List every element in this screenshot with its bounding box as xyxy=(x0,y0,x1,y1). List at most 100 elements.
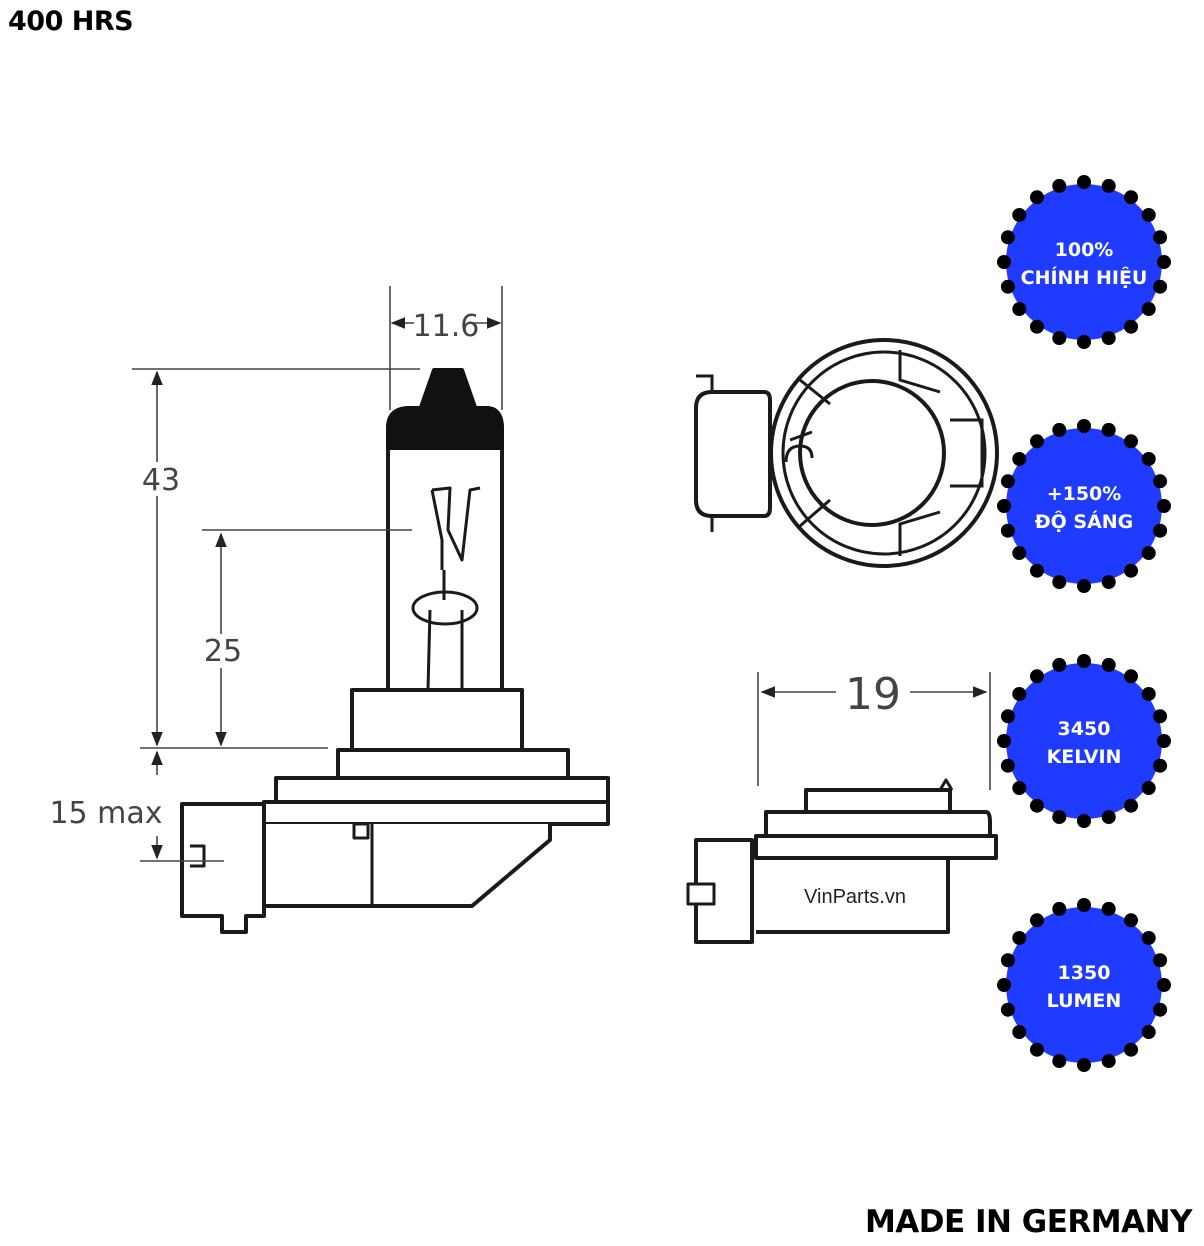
socket-width-dimension xyxy=(757,672,991,790)
badge-dot xyxy=(1052,901,1067,916)
badge-dot xyxy=(1052,331,1067,346)
badge-dot xyxy=(1077,579,1091,593)
badge-dot xyxy=(1000,279,1015,294)
badge-dot xyxy=(1124,798,1139,813)
badge: 100% CHÍNH HIỆU xyxy=(997,175,1171,349)
badge: +150% ĐỘ SÁNG xyxy=(997,419,1171,593)
badge-dot xyxy=(1029,319,1044,334)
badge-dot xyxy=(1157,255,1171,269)
badge-dot xyxy=(1052,810,1067,825)
badge-dot xyxy=(1000,1002,1015,1017)
badge-dot xyxy=(1157,499,1171,513)
badge-dot xyxy=(1141,686,1156,701)
badge-dot xyxy=(1101,657,1116,672)
country-of-origin-label: MADE IN GERMANY xyxy=(864,1204,1193,1240)
badge-circle xyxy=(1006,428,1162,584)
badge-circle xyxy=(1006,184,1162,340)
badge-dot xyxy=(1029,190,1044,205)
label-backdrop xyxy=(414,308,474,338)
dimension-connector: 15 max xyxy=(49,796,162,831)
badge-dot xyxy=(1077,814,1091,828)
badge-dot xyxy=(1052,178,1067,193)
badge-dot xyxy=(1101,901,1116,916)
badge-dot xyxy=(1141,546,1156,561)
badge-dot xyxy=(1157,978,1171,992)
badge-caption: CHÍNH HIỆU xyxy=(1021,265,1148,289)
bulb-side-view xyxy=(180,368,610,934)
dimension-width-top: 11.6 xyxy=(413,309,480,344)
badge-dot xyxy=(1124,563,1139,578)
badge-dot xyxy=(1029,669,1044,684)
badge-dot xyxy=(1012,686,1027,701)
badge-dot xyxy=(1029,563,1044,578)
badge-dot xyxy=(1124,434,1139,449)
socket-side-view xyxy=(686,778,998,944)
badge-dot xyxy=(1000,230,1015,245)
badge-dot xyxy=(1124,190,1139,205)
badge-dot xyxy=(1101,1054,1116,1069)
badge-dot xyxy=(1000,474,1015,489)
badge-dot xyxy=(1153,279,1168,294)
badge-dot xyxy=(1029,798,1044,813)
badge-dot xyxy=(1101,422,1116,437)
badge-dot xyxy=(1141,302,1156,317)
badge-dot xyxy=(997,499,1011,513)
badge-dot xyxy=(1052,422,1067,437)
badge-dot xyxy=(1141,781,1156,796)
badge-dot xyxy=(1157,734,1171,748)
dimension-height-filament: 25 xyxy=(204,634,242,669)
badge-dot xyxy=(1012,451,1027,466)
bulb-front-view xyxy=(694,338,999,568)
badge-dot xyxy=(1052,657,1067,672)
badge-dot xyxy=(1153,230,1168,245)
badge-dot xyxy=(1077,419,1091,433)
badge-value: +150% xyxy=(1047,483,1122,505)
badge-dot xyxy=(1101,810,1116,825)
badge-value: 3450 xyxy=(1058,718,1111,740)
badge-dot xyxy=(1000,709,1015,724)
badge-dot xyxy=(1052,1054,1067,1069)
badge-dot xyxy=(1029,1042,1044,1057)
badge-dot xyxy=(1012,781,1027,796)
badge-dot xyxy=(1101,178,1116,193)
badge-dot xyxy=(1000,758,1015,773)
badge-dot xyxy=(1012,302,1027,317)
label-backdrop xyxy=(200,634,246,668)
badge-dot xyxy=(1153,953,1168,968)
badge-dot xyxy=(1124,1042,1139,1057)
badge-dot xyxy=(1153,709,1168,724)
badge-dot xyxy=(1077,1058,1091,1072)
badge-dot xyxy=(1012,1025,1027,1040)
badge-dot xyxy=(1000,523,1015,538)
badge-caption: ĐỘ SÁNG xyxy=(1035,509,1134,533)
badge-dot xyxy=(1012,207,1027,222)
badge-dot xyxy=(1012,546,1027,561)
dimension-socket-width: 19 xyxy=(845,669,901,720)
badge-dot xyxy=(1141,207,1156,222)
badge-dot xyxy=(997,255,1011,269)
badge-dot xyxy=(1141,451,1156,466)
badge-dot xyxy=(1101,331,1116,346)
badge-dot xyxy=(1077,654,1091,668)
badge-value: 100% xyxy=(1055,239,1114,261)
badge-dot xyxy=(1124,669,1139,684)
badge-dot xyxy=(1052,575,1067,590)
badge-dot xyxy=(1141,930,1156,945)
badge-circle xyxy=(1006,907,1162,1063)
badge-dot xyxy=(1000,953,1015,968)
badge-circle xyxy=(1006,663,1162,819)
badge-value: 1350 xyxy=(1058,962,1111,984)
badge-dot xyxy=(1029,434,1044,449)
badge-dot xyxy=(1153,1002,1168,1017)
badge-dot xyxy=(1141,1025,1156,1040)
badge-dot xyxy=(1029,913,1044,928)
label-backdrop xyxy=(138,462,182,496)
lifetime-hours-label: 400 HRS xyxy=(8,6,134,37)
watermark-text: VinParts.vn xyxy=(804,886,906,908)
badge-dot xyxy=(1124,319,1139,334)
